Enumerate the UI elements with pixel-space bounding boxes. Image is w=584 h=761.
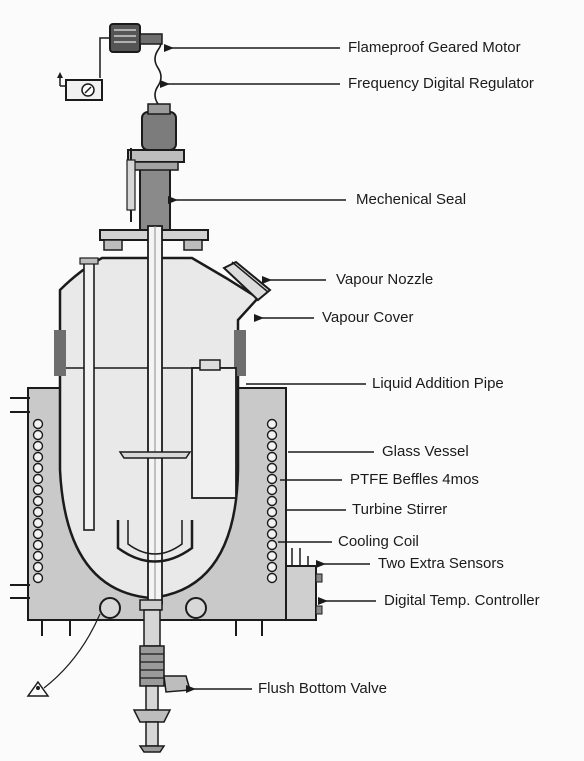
coil-ring — [266, 539, 278, 551]
coil-ring — [32, 440, 44, 452]
sensor-pipe — [79, 257, 99, 531]
liquid-addition-pipe — [191, 359, 237, 499]
frequency-regulator — [57, 72, 103, 101]
coil-ring — [32, 462, 44, 474]
vapour-nozzle — [222, 260, 272, 302]
coil-ring — [266, 506, 278, 518]
label-vapour-nozzle: Vapour Nozzle — [336, 271, 434, 288]
coil-ring — [266, 429, 278, 441]
temp-controller-box — [285, 548, 323, 621]
label-flush-bottom-valve: Flush Bottom Valve — [258, 680, 387, 697]
label-liquid-addition-pipe: Liquid Addition Pipe — [372, 375, 504, 392]
coil-ring — [266, 418, 278, 430]
coil-ring — [32, 429, 44, 441]
label-digital-temp-controller: Digital Temp. Controller — [384, 592, 540, 609]
label-flameproof-geared-motor: Flameproof Geared Motor — [348, 39, 521, 56]
coil-ring — [266, 451, 278, 463]
coil-ring — [266, 440, 278, 452]
drive-coupling — [141, 103, 177, 151]
bottom-port-right — [185, 597, 207, 619]
label-turbine-stirrer: Turbine Stirrer — [352, 501, 448, 518]
geared-motor — [99, 23, 163, 78]
label-two-extra-sensors: Two Extra Sensors — [378, 555, 504, 572]
coil-ring — [266, 550, 278, 562]
coil-ring — [32, 561, 44, 573]
coil-ring — [32, 484, 44, 496]
coil-ring — [266, 495, 278, 507]
cooling-coil-right — [266, 418, 278, 584]
motor-cable — [154, 35, 162, 105]
cooling-coil-left — [32, 418, 44, 584]
flush-bottom-valve — [132, 599, 191, 753]
coil-ring — [266, 528, 278, 540]
mechanical-seal — [126, 148, 185, 231]
turbine-stirrer — [116, 451, 194, 563]
coil-ring — [32, 517, 44, 529]
coil-ring — [32, 451, 44, 463]
coil-ring — [32, 506, 44, 518]
coil-ring — [32, 539, 44, 551]
label-glass-vessel: Glass Vessel — [382, 443, 469, 460]
recycle-icon — [26, 613, 101, 697]
coil-ring — [266, 473, 278, 485]
label-mechanical-seal: Mechenical Seal — [356, 191, 467, 208]
coil-ring — [32, 473, 44, 485]
label-vapour-cover: Vapour Cover — [322, 309, 414, 326]
coil-ring — [32, 418, 44, 430]
coil-ring — [266, 572, 278, 584]
label-cooling-coil: Cooling Coil — [338, 533, 419, 550]
coil-ring — [32, 550, 44, 562]
coil-ring — [266, 484, 278, 496]
stirrer-shaft — [147, 225, 163, 605]
bottom-port-left — [99, 597, 121, 619]
coil-ring — [266, 561, 278, 573]
coil-ring — [266, 517, 278, 529]
coil-ring — [32, 495, 44, 507]
label-frequency-digital-regulator: Frequency Digital Regulator — [348, 75, 534, 92]
coil-ring — [266, 462, 278, 474]
coil-ring — [32, 528, 44, 540]
leader-arrows — [160, 44, 376, 693]
label-ptfe-baffles: PTFE Beffles 4mos — [350, 471, 479, 488]
coil-ring — [32, 572, 44, 584]
